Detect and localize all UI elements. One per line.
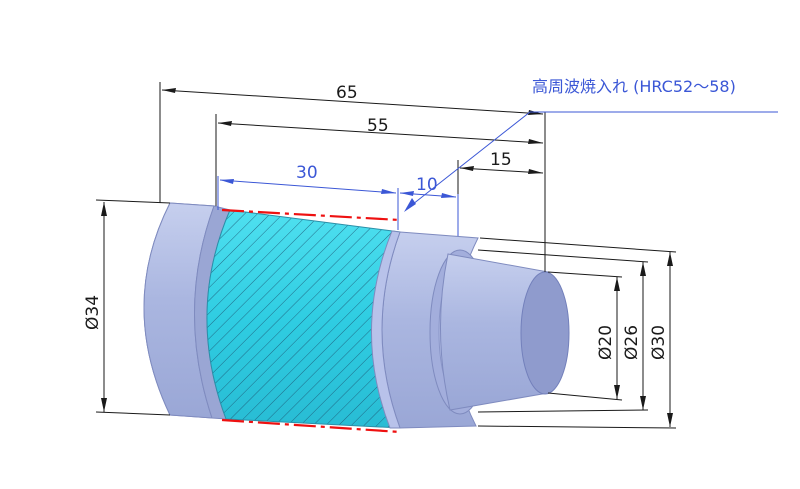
dim-dia-34: Ø34 — [83, 199, 171, 416]
dim-dia-20: Ø20 — [547, 271, 623, 401]
cone-end-face — [520, 271, 570, 395]
heat-treatment-leader: 高周波焼入れ (HRC52～58) — [404, 77, 778, 212]
center-lines — [221, 208, 401, 434]
dim-dia-30: Ø30 — [477, 237, 677, 429]
dim-dia-30-label: Ø30 — [649, 325, 669, 360]
dim-30-label: 30 — [296, 163, 318, 183]
heat-treatment-label: 高周波焼入れ (HRC52～58) — [532, 77, 736, 96]
center-line-bottom — [221, 418, 401, 434]
dim-dia-26: Ø26 — [477, 249, 649, 413]
dim-15-label: 15 — [490, 150, 512, 170]
dim-15: 15 — [457, 150, 544, 236]
center-line-top — [221, 208, 401, 222]
dim-dia-34-label: Ø34 — [83, 295, 103, 330]
middle-collar-face — [371, 230, 401, 429]
dim-55: 55 — [215, 114, 544, 206]
dim-65-label: 65 — [336, 83, 358, 103]
dim-dia-20-label: Ø20 — [596, 325, 616, 360]
dim-dia-26-label: Ø26 — [622, 325, 642, 360]
dim-30: 30 — [217, 163, 399, 230]
hardened-zone — [206, 209, 401, 429]
dim-55-label: 55 — [367, 116, 389, 136]
shaft-part — [143, 202, 570, 429]
dim-10-label: 10 — [416, 175, 438, 195]
dim-10: 10 — [399, 175, 459, 236]
